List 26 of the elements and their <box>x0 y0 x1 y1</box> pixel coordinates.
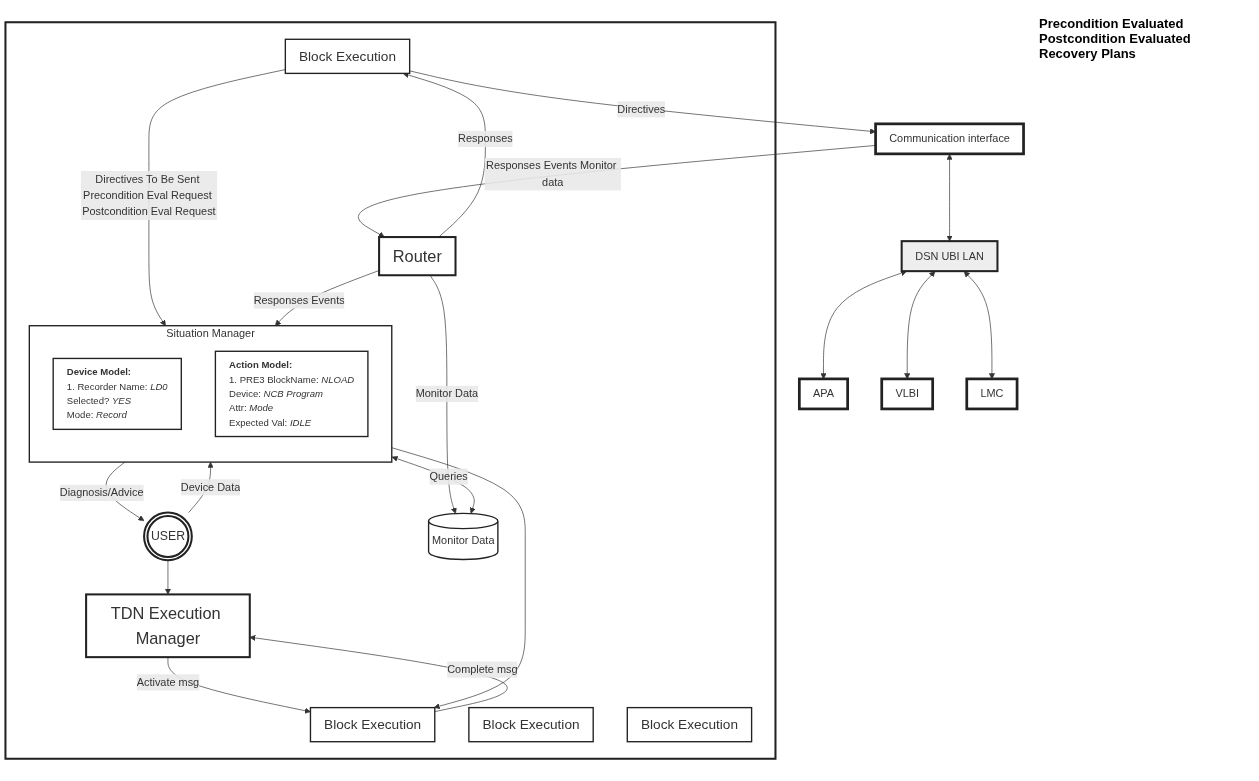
edge-label: Monitor Data <box>415 387 479 400</box>
edge-label: Directives To Be Sent Precondition Eval Request Postcondition Eval Request <box>82 172 216 218</box>
edge-label: Queries <box>429 470 468 483</box>
edge-label: Complete msg <box>447 663 518 676</box>
node-box: Router <box>378 236 457 277</box>
node-box: Block Execution <box>309 706 436 743</box>
node-box: VLBI <box>880 377 935 411</box>
node-box: Block Execution <box>468 706 594 743</box>
node-box: Block Execution <box>626 706 753 743</box>
edge-label: Diagnosis/Advice <box>59 486 144 499</box>
edge-label: Device Data <box>180 481 241 493</box>
edge-label: Responses Events Monitor data <box>486 159 617 188</box>
node-box: TDN Execution Manager <box>85 593 251 659</box>
cluster <box>4 21 777 760</box>
edge-label: Activate msg <box>136 676 200 688</box>
node-box: APA <box>797 377 849 411</box>
node-box: Device Model: 1. Recorder Name: LD0 Selected? YES Mode: Record <box>52 357 182 431</box>
edge-label: Responses Events <box>253 294 345 306</box>
node-box: DSN UBI LAN <box>900 240 999 273</box>
node-box: Action Model: 1. PRE3 BlockName: NLOAD Device: NCB Program Attr: Mode Expected Val: IDLE <box>214 350 369 438</box>
note-text: Precondition Evaluated Postcondition Evaluated Recovery Plans <box>1039 16 1192 61</box>
node-box: Communication interface <box>874 122 1025 156</box>
node-box: Block Execution <box>284 38 411 75</box>
edge-label: Directives <box>617 103 666 115</box>
edge-label: Responses <box>458 132 513 145</box>
node-box: LMC <box>965 377 1019 411</box>
